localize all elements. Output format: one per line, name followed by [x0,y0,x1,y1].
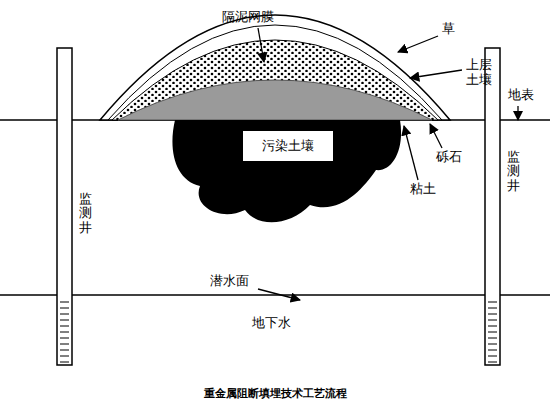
screen-tick [60,344,69,345]
screen-tick [60,326,69,327]
screen-tick [488,338,497,339]
screen-tick [60,362,69,363]
clay-label: 粘土 [410,182,436,197]
screen-tick [488,326,497,327]
screen-tick [488,356,497,357]
well-label: 监测井 [79,192,92,235]
screen-tick [60,308,69,309]
screen-tick [488,332,497,333]
figure-caption: 重金属阻断填埋技术工艺流程 [204,386,347,401]
well-label: 监测井 [507,150,520,193]
grass-layer [100,15,450,120]
screen-tick [60,314,69,315]
membrane-label: 隔泥网膜 [222,10,274,25]
upper-soil-label: 上层土壤 [466,58,492,88]
screen-tick [488,344,497,345]
well-screen [60,302,497,362]
screen-tick [60,356,69,357]
screen-tick [488,314,497,315]
screen-tick [60,350,69,351]
screen-tick [488,308,497,309]
monitoring-well [485,48,500,365]
screen-tick [488,302,497,303]
mesh-membrane [108,25,442,120]
grass-label: 草 [442,22,455,37]
leader-lines [258,28,518,300]
clay-gravel-layer [118,80,432,120]
soil-box: 污染土壤 [243,131,333,161]
gravel-label: 砾石 [436,150,462,165]
screen-tick [60,302,69,303]
monitoring-well [57,48,72,365]
screen-tick [60,338,69,339]
upper-soil-layer [112,40,438,120]
water-table-label: 潜水面 [210,274,249,289]
water-table [0,294,550,296]
contaminated-soil [172,120,401,222]
screen-tick [488,350,497,351]
screen-tick [488,362,497,363]
groundwater-label: 地下水 [252,316,291,331]
node-text: 污染土壤 [262,137,314,155]
screen-tick [488,320,497,321]
surface-label: 地表 [508,88,534,103]
screen-tick [60,320,69,321]
screen-tick [60,332,69,333]
